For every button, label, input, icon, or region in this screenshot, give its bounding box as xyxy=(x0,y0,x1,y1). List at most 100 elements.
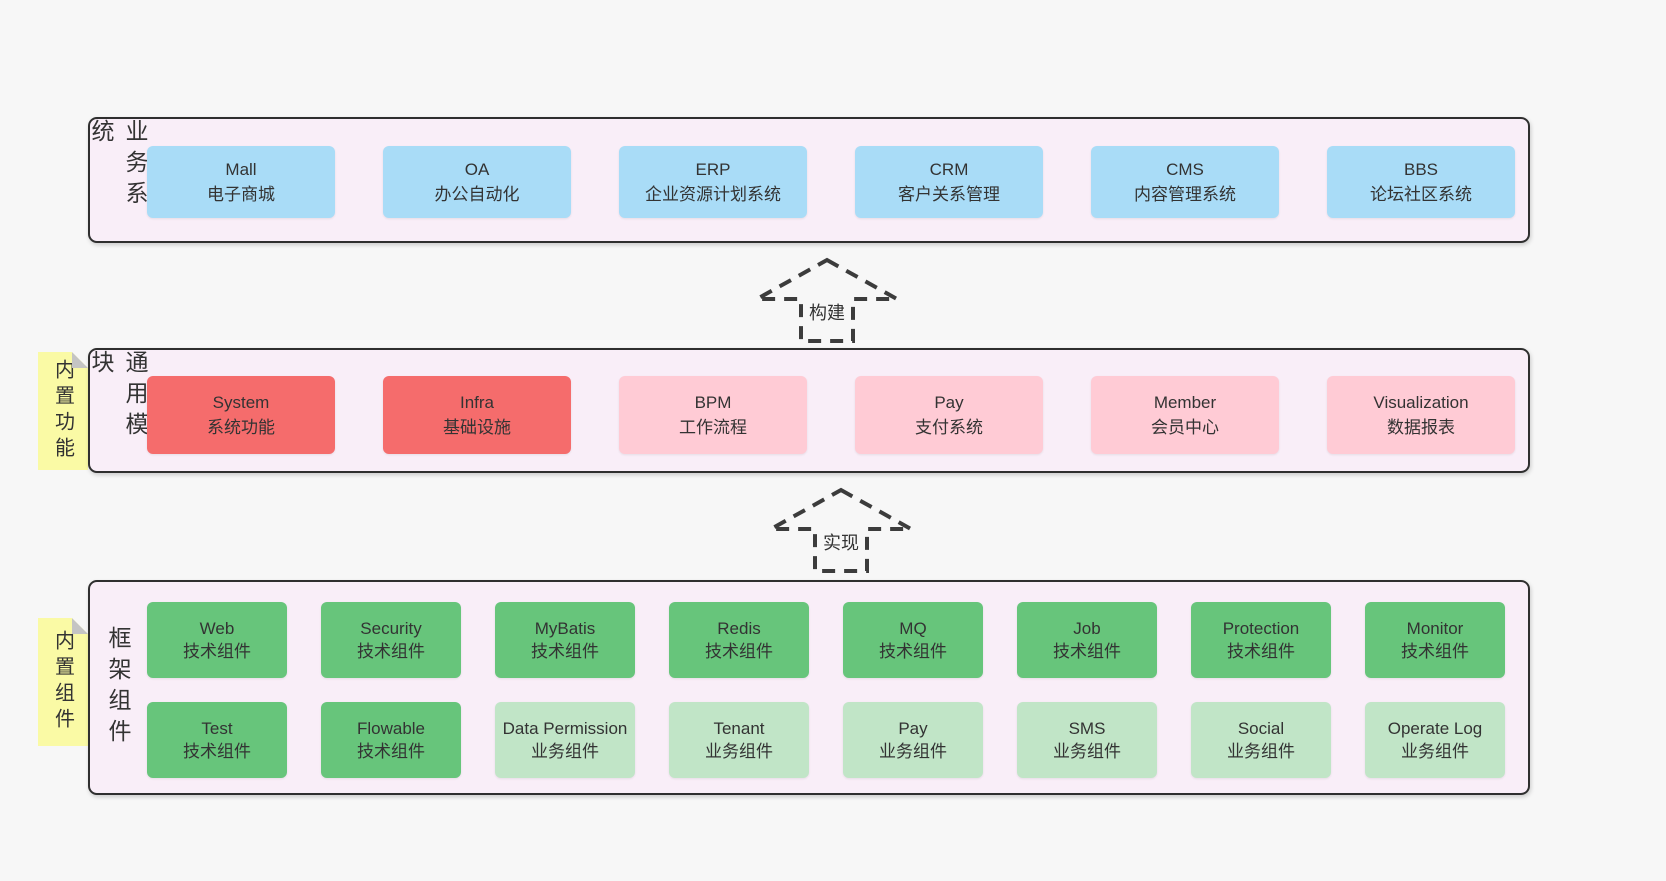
node-title: CRM xyxy=(929,160,969,179)
node-test: Test 技术组件 xyxy=(147,702,287,778)
framework-row-1: Web 技术组件 Security 技术组件 MyBatis 技术组件 Redi… xyxy=(147,602,1505,678)
framework-row-2: Test 技术组件 Flowable 技术组件 Data Permission … xyxy=(147,702,1505,778)
node-pay-system: Pay 支付系统 xyxy=(855,376,1043,454)
node-sms: SMS 业务组件 xyxy=(1017,702,1157,778)
node-subtitle: 技术组件 xyxy=(357,642,425,661)
node-subtitle: 会员中心 xyxy=(1151,418,1219,437)
node-system: System 系统功能 xyxy=(147,376,335,454)
common-modules-label: 通用模块 xyxy=(88,350,148,443)
node-tenant: Tenant 业务组件 xyxy=(669,702,809,778)
node-title: MyBatis xyxy=(534,619,596,638)
node-subtitle: 技术组件 xyxy=(879,642,947,661)
node-title: Social xyxy=(1237,719,1285,738)
node-redis: Redis 技术组件 xyxy=(669,602,809,678)
node-subtitle: 技术组件 xyxy=(531,642,599,661)
node-title: CMS xyxy=(1166,160,1204,179)
node-title: Test xyxy=(201,719,233,738)
node-subtitle: 技术组件 xyxy=(357,742,425,761)
node-subtitle: 支付系统 xyxy=(915,418,983,437)
sticky-note-built-in-functions: 内置功能 xyxy=(38,352,88,470)
node-title: Job xyxy=(1073,619,1101,638)
node-title: Operate Log xyxy=(1387,719,1483,738)
node-flowable: Flowable 技术组件 xyxy=(321,702,461,778)
node-mall: Mall 电子商城 xyxy=(147,146,335,218)
node-title: Protection xyxy=(1222,619,1300,638)
node-protection: Protection 技术组件 xyxy=(1191,602,1331,678)
node-subtitle: 办公自动化 xyxy=(434,185,520,204)
modules-box-row: System 系统功能 Infra 基础设施 BPM 工作流程 Pay 支付系统… xyxy=(147,376,1515,454)
node-title: Mall xyxy=(225,160,257,179)
node-title: Visualization xyxy=(1373,393,1469,412)
node-title: SMS xyxy=(1068,719,1106,738)
node-subtitle: 业务组件 xyxy=(879,742,947,761)
node-subtitle: 内容管理系统 xyxy=(1134,185,1236,204)
sticky-note-built-in-components: 内置组件 xyxy=(38,618,88,746)
node-title: ERP xyxy=(695,160,731,179)
node-mybatis: MyBatis 技术组件 xyxy=(495,602,635,678)
framework-components-label: 框架组件 xyxy=(105,625,131,750)
node-subtitle: 论坛社区系统 xyxy=(1370,185,1472,204)
node-title: MQ xyxy=(899,619,927,638)
up-arrow-icon xyxy=(767,487,915,573)
framework-components-panel: 框架组件 Web 技术组件 Security 技术组件 MyBatis 技术组件… xyxy=(88,580,1530,795)
node-data-permission: Data Permission 业务组件 xyxy=(495,702,635,778)
node-subtitle: 业务组件 xyxy=(1053,742,1121,761)
node-crm: CRM 客户关系管理 xyxy=(855,146,1043,218)
node-title: BPM xyxy=(694,393,732,412)
node-subtitle: 技术组件 xyxy=(1401,642,1469,661)
up-arrow-icon xyxy=(753,257,901,343)
implement-arrow: 实现 xyxy=(767,487,915,575)
node-title: Pay xyxy=(898,719,928,738)
node-web: Web 技术组件 xyxy=(147,602,287,678)
node-title: Tenant xyxy=(713,719,765,738)
node-title: Pay xyxy=(934,393,964,412)
business-box-row: Mall 电子商城 OA 办公自动化 ERP 企业资源计划系统 CRM 客户关系… xyxy=(147,146,1515,218)
node-title: Data Permission xyxy=(502,719,628,738)
node-subtitle: 基础设施 xyxy=(443,418,511,437)
node-title: BBS xyxy=(1403,160,1439,179)
node-social: Social 业务组件 xyxy=(1191,702,1331,778)
node-subtitle: 技术组件 xyxy=(1227,642,1295,661)
node-subtitle: 业务组件 xyxy=(1227,742,1295,761)
node-oa: OA 办公自动化 xyxy=(383,146,571,218)
node-subtitle: 客户关系管理 xyxy=(898,185,1000,204)
node-subtitle: 工作流程 xyxy=(679,418,747,437)
node-cms: CMS 内容管理系统 xyxy=(1091,146,1279,218)
node-job: Job 技术组件 xyxy=(1017,602,1157,678)
node-visualization: Visualization 数据报表 xyxy=(1327,376,1515,454)
node-infra: Infra 基础设施 xyxy=(383,376,571,454)
node-operate-log: Operate Log 业务组件 xyxy=(1365,702,1505,778)
node-subtitle: 企业资源计划系统 xyxy=(645,185,781,204)
build-arrow: 构建 xyxy=(753,257,901,345)
node-mq: MQ 技术组件 xyxy=(843,602,983,678)
node-title: Flowable xyxy=(356,719,426,738)
node-subtitle: 业务组件 xyxy=(531,742,599,761)
node-title: Member xyxy=(1153,393,1217,412)
node-title: Monitor xyxy=(1406,619,1464,638)
common-modules-panel: 通用模块 System 系统功能 Infra 基础设施 BPM 工作流程 Pay… xyxy=(88,348,1530,473)
build-arrow-label: 构建 xyxy=(806,299,848,325)
node-title: System xyxy=(212,393,270,412)
business-systems-label: 业务系统 xyxy=(88,119,148,212)
node-subtitle: 数据报表 xyxy=(1387,418,1455,437)
node-title: Redis xyxy=(717,619,761,638)
node-subtitle: 电子商城 xyxy=(207,185,275,204)
node-title: Web xyxy=(199,619,235,638)
node-subtitle: 技术组件 xyxy=(183,642,251,661)
node-bbs: BBS 论坛社区系统 xyxy=(1327,146,1515,218)
node-subtitle: 技术组件 xyxy=(183,742,251,761)
node-subtitle: 业务组件 xyxy=(1401,742,1469,761)
node-pay-component: Pay 业务组件 xyxy=(843,702,983,778)
node-subtitle: 系统功能 xyxy=(207,418,275,437)
node-title: Infra xyxy=(459,393,495,412)
node-monitor: Monitor 技术组件 xyxy=(1365,602,1505,678)
node-bpm: BPM 工作流程 xyxy=(619,376,807,454)
business-systems-panel: 业务系统 Mall 电子商城 OA 办公自动化 ERP 企业资源计划系统 CRM… xyxy=(88,117,1530,243)
node-member: Member 会员中心 xyxy=(1091,376,1279,454)
node-subtitle: 技术组件 xyxy=(1053,642,1121,661)
node-subtitle: 技术组件 xyxy=(705,642,773,661)
implement-arrow-label: 实现 xyxy=(820,529,862,555)
node-security: Security 技术组件 xyxy=(321,602,461,678)
node-title: Security xyxy=(360,619,422,638)
